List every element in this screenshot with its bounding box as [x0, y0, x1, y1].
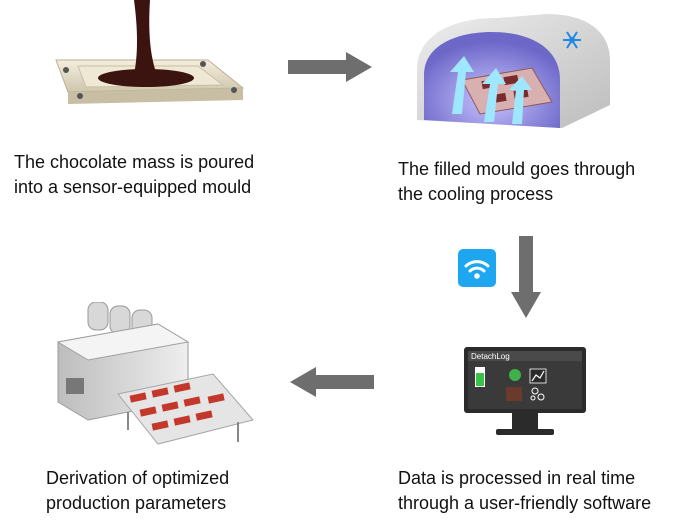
step-4-line-1: Derivation of optimized: [46, 468, 230, 488]
step-4-line-2: production parameters: [46, 493, 227, 513]
monitor-software-icon: DetachLog: [464, 347, 586, 435]
step-3-line-1: Data is processed in real time: [398, 468, 636, 488]
step-2-line-2: the cooling process: [398, 184, 554, 204]
step-2-line-1: The filled mould goes through: [398, 159, 636, 179]
step-3-caption: Data is processed in real time through a…: [398, 466, 651, 516]
step-4-caption: Derivation of optimized production param…: [46, 466, 229, 516]
arrow-left-icon: [290, 367, 374, 397]
production-machine-icon: [56, 302, 254, 445]
snowflake-icon: [563, 31, 581, 49]
cooling-tunnel-icon: [417, 14, 610, 128]
chocolate-mould-icon: [55, 0, 245, 104]
arrow-down-icon: [511, 236, 541, 318]
step-1-line-2: into a sensor-equipped mould: [14, 177, 252, 197]
wifi-icon: [458, 249, 496, 287]
step-1-caption: The chocolate mass is poured into a sens…: [14, 150, 254, 200]
step-3-line-2: through a user-friendly software: [398, 493, 652, 513]
step-2-caption: The filled mould goes through the coolin…: [398, 157, 635, 207]
step-1-line-1: The chocolate mass is poured: [14, 152, 255, 172]
arrow-right-icon: [288, 52, 372, 82]
software-title: DetachLog: [471, 352, 510, 361]
